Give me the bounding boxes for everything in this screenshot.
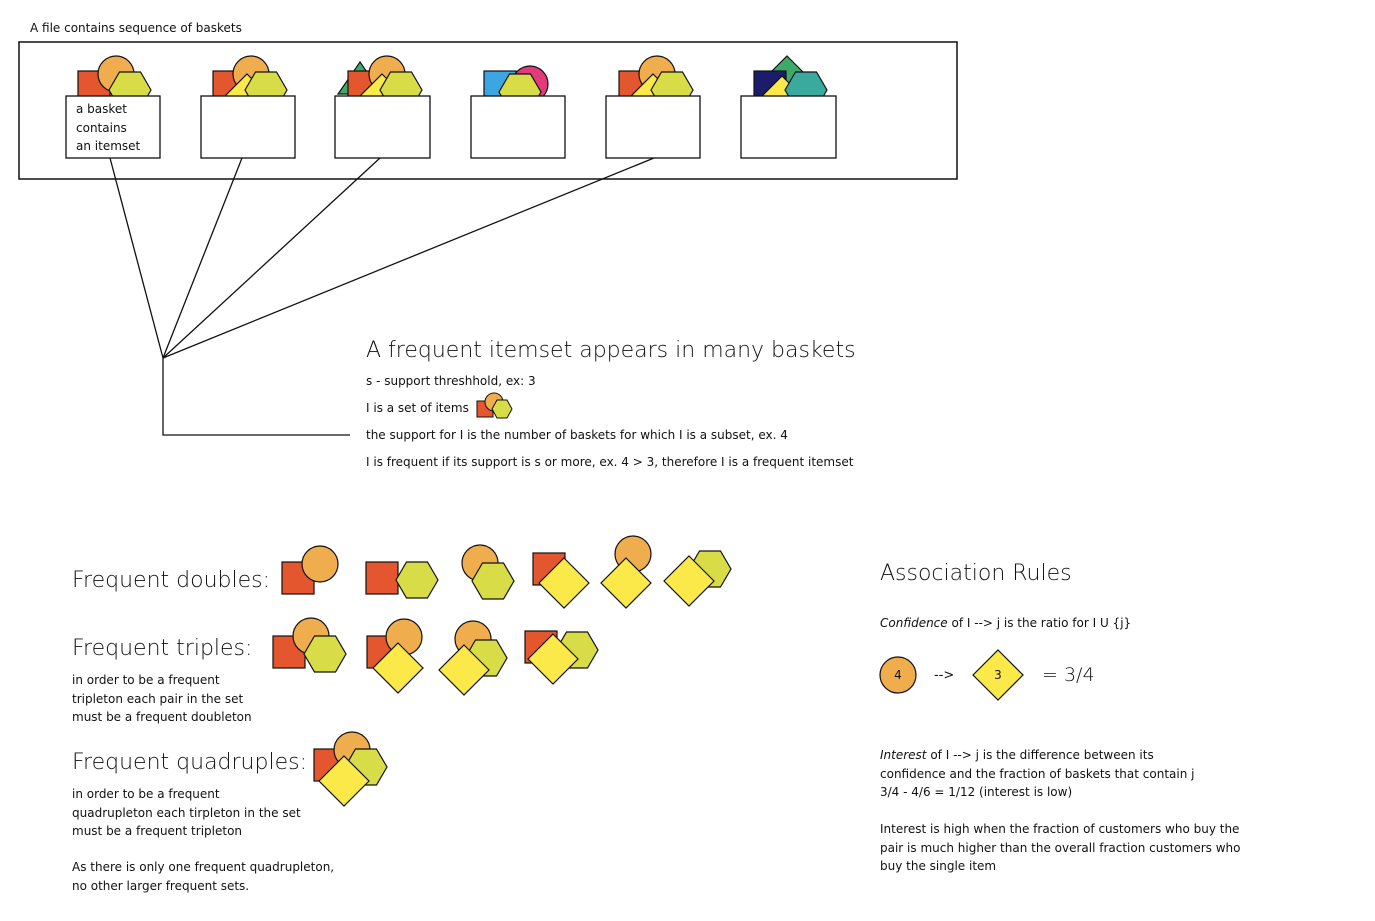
file-frame [18,41,958,180]
conclusion-text: As there is only one frequent quadruplet… [72,860,335,893]
basket-1-box [65,95,161,159]
confidence-definition: Confidence of I --> j is the ratio for I… [880,617,1131,629]
itemset-icon [476,392,513,419]
double-6 [663,550,732,607]
rule-arrow: --> [934,668,955,683]
double-4 [532,552,590,609]
basket-2-box [200,95,296,159]
basket-5-box [605,95,701,159]
frequent-line-2: I is a set of items [366,401,469,415]
frequent-line-1: s - support threshhold, ex: 3 [366,374,536,388]
confidence-diamond-icon [972,649,1024,701]
basket-6-box [740,95,837,159]
quadruples-note: in order to be a frequent quadrupleton e… [72,787,301,838]
triple-3 [438,620,508,696]
diamond-count: 3 [994,668,1002,682]
frequent-line-3: the support for I is the number of baske… [366,428,788,442]
double-3 [461,544,515,600]
doubles-title: Frequent doubles: [72,568,271,593]
frequent-title: A frequent itemset appears in many baske… [366,338,856,363]
triples-title: Frequent triples: [72,636,253,661]
basket-4-box [470,95,566,159]
quadruples-title: Frequent quadruples: [72,750,307,775]
basket-3-box [334,95,431,159]
interest-term: Interest [880,748,927,762]
confidence-circle-icon [879,656,917,694]
frequent-line-4: I is frequent if its support is s or mor… [366,455,854,469]
interest-definition: Interest of I --> j is the difference be… [880,746,1194,802]
triple-2 [366,618,424,694]
file-caption: A file contains sequence of baskets [30,21,242,35]
triple-1 [272,617,347,673]
confidence-ratio: = 3/4 [1042,664,1095,686]
basket-label: a basket contains an itemset [76,102,141,153]
triples-note: in order to be a frequent tripleton each… [72,673,252,724]
association-title: Association Rules [880,561,1072,586]
interest-note: Interest is high when the fraction of cu… [880,822,1241,873]
double-1 [281,545,339,595]
double-5 [600,535,652,609]
triple-4 [524,630,599,685]
confidence-rest: of I --> j is the ratio for I U {j} [947,616,1132,630]
confidence-term: Confidence [880,616,948,630]
connector-lines [109,157,655,436]
circle-count: 4 [894,668,902,682]
double-2 [365,561,439,599]
interest-rest: of I --> j is the difference between its… [880,748,1195,799]
quadruple-1 [313,731,388,807]
